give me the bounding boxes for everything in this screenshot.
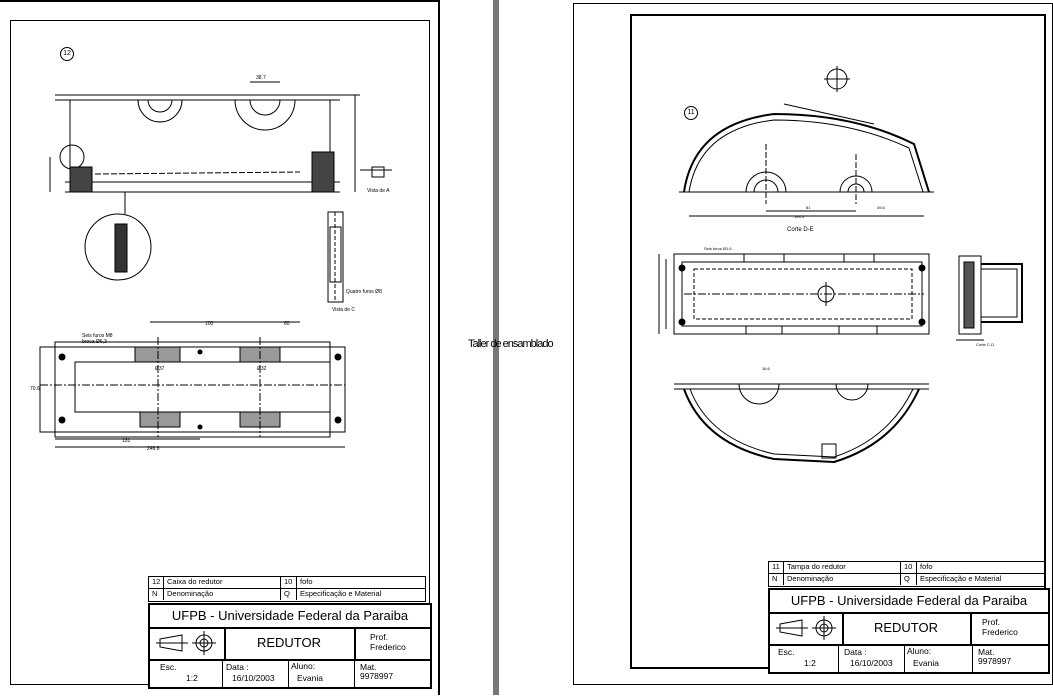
- drawing-title: REDUTOR: [873, 620, 939, 635]
- bom-header-material: Especificação e Material: [920, 574, 1002, 583]
- title-block-middle: REDUTOR Prof. Frederico: [150, 627, 430, 661]
- student-label: Aluno:: [907, 646, 932, 656]
- note-view-a: Vista de A: [367, 188, 390, 194]
- projection-symbol-icon: [776, 616, 836, 640]
- dim-label: 100: [205, 321, 214, 327]
- pane-splitter[interactable]: [493, 0, 499, 695]
- note-holes-m8: Seis furos M8: [82, 333, 113, 339]
- title-block: UFPB - Universidade Federal da Paraiba R…: [148, 603, 432, 689]
- bom-item-material: fofo: [920, 562, 933, 571]
- mat-value: 9978997: [360, 671, 394, 681]
- bom-header-name: Denominação: [164, 589, 281, 600]
- scale-value: 1:2: [804, 658, 816, 668]
- title-block-bottom: Esc. 1:2 Data : 16/10/2003 Aluno: Evania…: [770, 644, 1048, 672]
- bom-header-qty: Q: [281, 589, 297, 600]
- bom-header-name: Denominação: [784, 574, 901, 585]
- university-name: UFPB - Universidade Federal da Paraiba: [770, 590, 1048, 614]
- dim-label: Ø32: [257, 366, 267, 372]
- student-name: Evania: [913, 658, 939, 668]
- note-four-holes: Quatro furos Ø8: [346, 289, 382, 295]
- bom-item-material: fofo: [300, 577, 313, 586]
- bom-header-row: N Denominação Q Especificação e Material: [148, 589, 426, 602]
- projection-symbol-icon: [156, 631, 216, 655]
- date-value: 16/10/2003: [850, 658, 893, 668]
- scale-label: Esc.: [778, 647, 795, 657]
- prof-label: Prof.: [982, 617, 1000, 627]
- dim-label: 131: [122, 438, 131, 444]
- right-drawing-sheet: 11: [573, 3, 1053, 685]
- mat-label: Mat.: [978, 647, 995, 657]
- cover-drawing: Corte D-E Corte C-D Seis furos Ø1,6 194.…: [658, 66, 1023, 464]
- dim-label: 16.6: [762, 366, 771, 371]
- center-label: Taller de ensamblado: [468, 338, 554, 350]
- university-name: UFPB - Universidade Federal da Paraiba: [150, 605, 430, 629]
- dim-label: 194.4: [794, 214, 805, 219]
- bom-item-row: 12 Caixa do redutor 10 fofo: [148, 576, 426, 589]
- note-view-c: Vista de C: [332, 307, 355, 313]
- prof-name: Frederico: [370, 642, 406, 652]
- title-block-middle: REDUTOR Prof. Frederico: [770, 612, 1048, 646]
- title-block: UFPB - Universidade Federal da Paraiba R…: [768, 588, 1050, 674]
- bom-header-no: N: [149, 589, 164, 600]
- note-drill: broca Ø6,3: [82, 339, 107, 345]
- dim-label: 49.6: [877, 205, 886, 210]
- date-label: Data :: [844, 647, 867, 657]
- date-label: Data :: [226, 662, 249, 672]
- box-elevation-view: 38.7 Vista de A Vista de C Quatro furos …: [30, 75, 392, 452]
- part-number-balloon: 11: [684, 106, 698, 120]
- prof-name: Frederico: [982, 627, 1018, 637]
- bom-item-no: 11: [769, 562, 784, 573]
- drawing-title: REDUTOR: [256, 635, 322, 650]
- dim-label: 70.6: [30, 386, 40, 392]
- note-section-cd: Corte C-D: [976, 342, 994, 347]
- scale-label: Esc.: [160, 662, 177, 672]
- bom-item-no: 12: [149, 577, 164, 588]
- bom-header-qty: Q: [901, 574, 917, 585]
- part-number-balloon: 12: [60, 47, 74, 61]
- bom-header-material: Especificação e Material: [300, 589, 382, 598]
- bom-item-name: Caixa do redutor: [164, 577, 281, 588]
- bom-item-qty: 10: [281, 577, 297, 588]
- left-drawing-sheet: 12: [0, 0, 440, 695]
- note-section-de: Corte D-E: [787, 227, 814, 233]
- prof-label: Prof.: [370, 632, 388, 642]
- student-label: Aluno:: [291, 661, 316, 671]
- bom-item-name: Tampa do redutor: [784, 562, 901, 573]
- dim-label: 246.6: [147, 446, 160, 452]
- dim-label: 81: [806, 205, 811, 210]
- title-block-bottom: Esc. 1:2 Data : 16/10/2003 Aluno: Evania…: [150, 659, 430, 687]
- bom-header-row: N Denominação Q Especificação e Material: [768, 574, 1046, 587]
- mat-value: 9978997: [978, 656, 1012, 666]
- dim-label: 60: [284, 321, 290, 327]
- bom-item-row: 11 Tampa do redutor 10 fofo: [768, 561, 1046, 574]
- student-name: Evania: [297, 673, 323, 683]
- date-value: 16/10/2003: [232, 673, 275, 683]
- mat-label: Mat.: [360, 662, 377, 672]
- bom-item-qty: 10: [901, 562, 917, 573]
- dim-label: 38.7: [256, 75, 266, 81]
- scale-value: 1:2: [186, 673, 198, 683]
- bom-header-no: N: [769, 574, 784, 585]
- note-holes: Seis furos Ø1,6: [704, 246, 732, 251]
- dim-label: Ø37: [155, 366, 165, 372]
